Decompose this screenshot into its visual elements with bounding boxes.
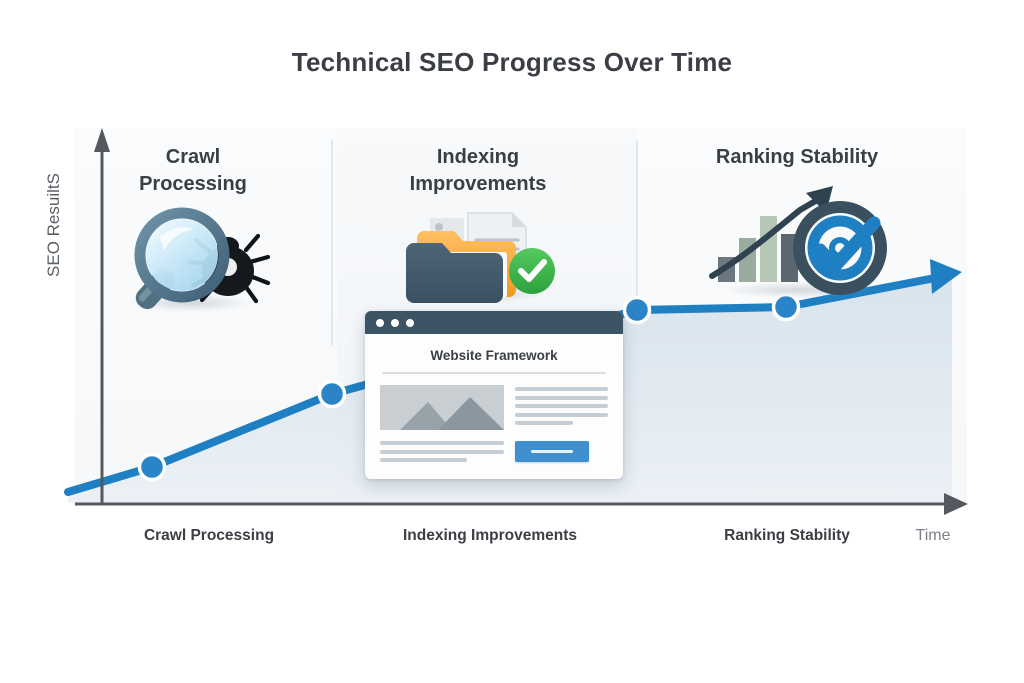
mockup-text-lines-secondary [380,441,504,462]
text-line [515,387,608,391]
x-axis-label: Time [915,527,951,544]
x-tick-indexing-improvements: Indexing Improvements [403,527,577,544]
mockup-hero-row [380,385,608,430]
mockup-divider [382,372,606,374]
axes [75,128,968,515]
text-line [515,421,573,425]
x-axis-arrowhead [944,493,968,515]
text-line [380,458,467,462]
data-markers [137,292,801,482]
x-tick-ranking-stability: Ranking Stability [724,527,850,544]
mockup-title: Website Framework [430,348,558,363]
phase-heading-line1: Crawl [165,146,221,168]
y-axis-label: SEO ResuiltS [44,173,63,277]
mockup-footer-row [380,441,608,462]
text-line [380,441,504,445]
phase-heading-indexing: Indexing Improvements [382,144,574,198]
magnifier-spider-icon [128,207,271,312]
target-rings [793,201,887,295]
folder-dark [406,243,503,303]
mockup-text-lines [515,385,608,430]
phase-heading-line2: Processing [139,173,247,195]
website-framework-mockup: Website Framework [365,311,623,479]
phase-heading-ranking: Ranking Stability [672,144,922,171]
window-dot-maximize-icon [406,318,414,327]
phase-dividers [331,140,638,345]
phase-heading-line2: Improvements [409,173,547,195]
window-dot-minimize-icon [391,318,399,327]
text-line [515,404,608,408]
phase-heading-line1: Ranking Stability [715,146,879,168]
mockup-title-bar [365,311,623,334]
image-placeholder-icon [380,385,504,430]
folders-check-icon [406,212,555,303]
target-growth-icon [709,186,887,298]
phase-heading-line1: Indexing [436,146,520,168]
text-line [515,412,608,417]
page-title: Technical SEO Progress Over Time [291,47,733,77]
check-badge [509,248,555,294]
x-tick-crawl-processing: Crawl Processing [143,527,275,544]
text-line [515,395,608,400]
mockup-cta-button[interactable] [515,441,589,462]
line-arrowhead [930,259,962,294]
text-line [380,449,504,454]
y-axis-arrowhead [94,128,110,152]
phase-heading-crawl: Crawl Processing [98,144,288,198]
target-check [813,216,881,273]
growth-arrow [709,193,827,279]
mockup-body: Website Framework [365,334,623,462]
cta-label-bar [531,450,573,453]
window-dot-close-icon [376,318,384,327]
